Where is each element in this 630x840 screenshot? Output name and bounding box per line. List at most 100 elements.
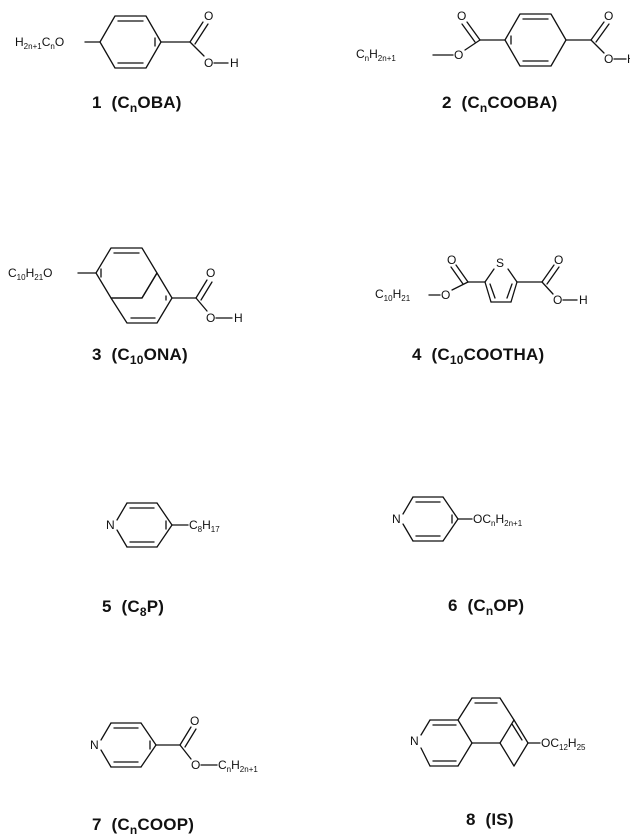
carbonyl-oxygen-label: O [204,9,213,23]
structure-1: H2n+1CnO O O H [0,0,300,80]
carbonyl-oxygen-label: O [554,253,563,267]
nitrogen-label: N [392,512,401,526]
bond [511,723,523,741]
bond [499,697,515,721]
bond [464,39,481,51]
structure-8-alkoxy-label: OC12H25 [541,736,586,752]
bond [420,747,431,767]
structure-2-drawing: CnH2n+1 O O O O H [356,9,630,67]
bond [420,719,431,736]
bond [179,744,192,760]
structure-4: C10H21 O O S O O H [345,240,630,340]
bond [195,279,208,299]
caption-7: 7 (CnCOOP) [92,815,195,837]
bond [457,719,473,744]
bond [489,283,496,299]
bond [195,297,208,312]
bond [457,697,473,721]
structure-6-alkoxy-label: OCnH2n+1 [473,512,523,528]
bond [100,749,112,768]
caption-6: 6 (CnOP) [448,596,525,618]
hydroxyl-oxygen-label: O [204,56,213,70]
bond [184,728,197,748]
ester-oxygen-label: O [191,758,200,772]
bond [402,523,414,542]
naphthalene-ring-left [95,247,158,299]
bond [179,726,192,746]
ester-oxygen-label: O [454,48,463,62]
bond [189,21,204,43]
carbonyl-oxygen-label: O [457,9,466,23]
ester-oxygen-label: O [441,288,450,302]
structure-1-drawing: H2n+1CnO O O H [15,9,239,70]
bond [455,264,469,283]
structure-7-drawing: N O O CnH2n+1 [90,714,258,774]
hydroxyl-oxygen-label: O [206,311,215,325]
bond [457,742,473,767]
bond [402,496,414,515]
structure-5: N C8H17 [60,480,280,570]
structure-7-alkyl-label: CnH2n+1 [218,758,258,774]
hydrogen-label: H [230,56,239,70]
bond [189,41,205,57]
bond [499,742,515,767]
nitrogen-label: N [410,734,419,748]
bond [442,496,459,520]
carbonyl-oxygen-label: O [447,253,456,267]
carbonyl-oxygen-label: O [190,714,199,728]
carbonyl-oxygen-label: O [604,9,613,23]
hydroxyl-oxygen-label: O [604,52,613,66]
structure-3: C10H21O O O H [0,240,300,340]
bond [194,23,209,45]
structure-2-alkyl-label: CnH2n+1 [356,47,396,63]
hydrogen-label: H [234,311,243,325]
bond [590,39,605,54]
bond [541,264,555,283]
bond [450,266,464,285]
hydrogen-label: H [627,52,630,66]
caption-5: 5 (C8P) [102,597,165,619]
structure-5-alkyl-label: C8H17 [189,518,220,534]
caption-8: 8 (IS) [466,810,514,829]
bond [140,722,157,746]
bond [541,281,554,295]
bond [156,524,173,548]
bond [100,722,112,741]
structure-8: N OC12H25 [380,690,630,790]
structure-8-drawing: N OC12H25 [410,697,586,767]
bond [461,23,476,43]
bond [595,23,610,43]
structure-5-drawing: N C8H17 [106,502,220,548]
caption-3: 3 (C10ONA) [92,345,188,367]
sulfur-label: S [496,256,504,270]
benzene-ring [99,15,162,69]
bond [156,502,173,526]
bond [442,518,459,542]
structure-3-alkoxy-label: C10H21O [8,266,53,282]
bond [116,502,128,521]
bond [513,719,529,744]
bond [140,744,157,768]
structure-7: N O O CnH2n+1 [60,700,340,790]
bond [451,281,469,291]
hydrogen-label: H [579,293,588,307]
bond [116,529,128,548]
bond [484,281,492,303]
structure-6: N OCnH2n+1 [360,475,620,565]
bond [546,266,560,285]
bond [590,21,605,41]
nitrogen-label: N [90,738,99,752]
carbonyl-oxygen-label: O [206,266,215,280]
benzene-ring [504,13,567,67]
caption-2: 2 (CnCOOBA) [442,93,558,115]
structure-2: CnH2n+1 O O O O H [345,0,630,80]
structure-4-alkyl-label: C10H21 [375,287,411,303]
caption-4: 4 (C10COOTHA) [412,345,545,367]
bond [507,268,518,283]
caption-1: 1 (CnOBA) [92,93,182,115]
hydroxyl-oxygen-label: O [553,293,562,307]
bond [506,283,513,299]
bond [200,281,213,301]
naphthalene-ring-right [110,272,173,324]
bond [510,281,518,303]
